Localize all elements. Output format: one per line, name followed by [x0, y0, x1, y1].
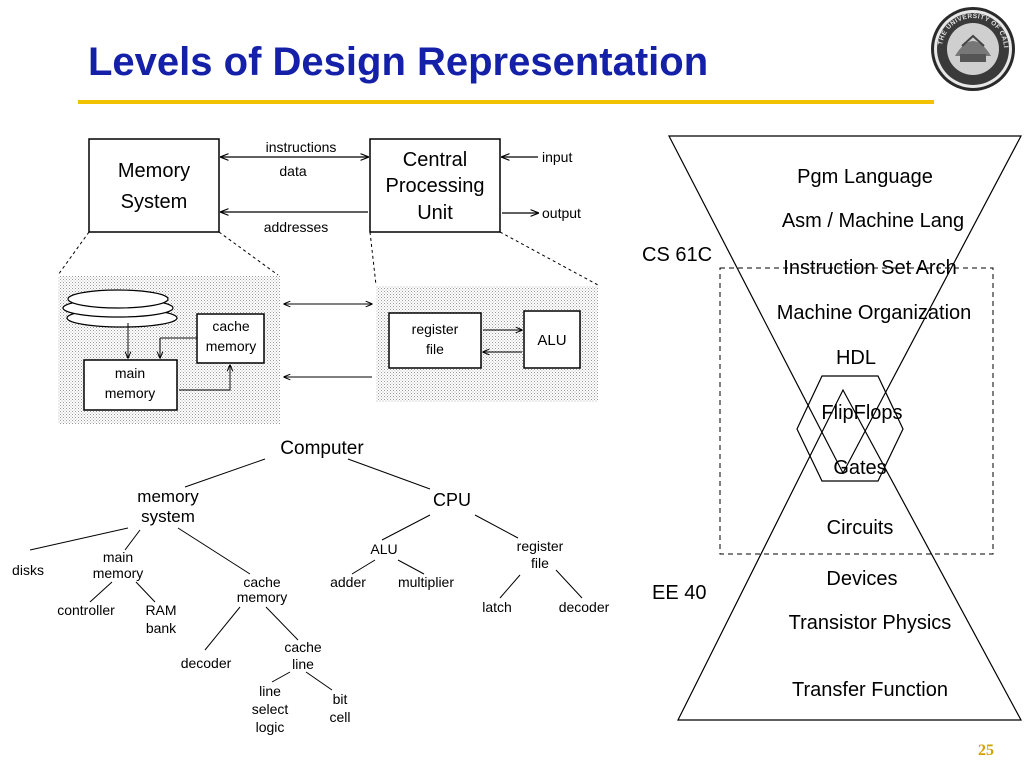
- tree-computer: Computer: [280, 438, 364, 459]
- cache-memory-label-2: memory: [206, 338, 257, 354]
- tree-cache-line-2: line: [292, 656, 314, 672]
- tree-line-select-logic-3: logic: [256, 719, 285, 735]
- level-pgm-language: Pgm Language: [797, 166, 933, 188]
- cs61c-scope-box: [719, 267, 994, 555]
- memory-system-label-2: System: [121, 191, 188, 213]
- cpu-label-3: Unit: [417, 202, 453, 224]
- tree-memory-system-1: memory: [137, 487, 199, 506]
- level-transfer-function: Transfer Function: [792, 679, 948, 701]
- tree-decoder-cache: decoder: [181, 655, 232, 671]
- hourglass-top-triangle: [668, 135, 1022, 475]
- main-memory-label-2: memory: [105, 385, 156, 401]
- instructions-label: instructions: [266, 139, 337, 155]
- output-label: output: [542, 205, 581, 221]
- tree-disks: disks: [12, 562, 44, 578]
- level-flipflops: FlipFlops: [821, 402, 902, 424]
- title-underline: [78, 100, 934, 104]
- tree-ram-bank-1: RAM: [145, 602, 176, 618]
- alu-box: [523, 310, 581, 369]
- tree-ram-bank-2: bank: [146, 620, 177, 636]
- alu-label: ALU: [537, 332, 566, 349]
- tree-decoder-reg: decoder: [559, 599, 610, 615]
- level-devices: Devices: [826, 568, 897, 590]
- tree-memory-system-2: system: [141, 507, 195, 526]
- slide-number: 25: [978, 742, 994, 759]
- hierarchy-tree-labels: Computer memory system CPU disks main me…: [12, 438, 610, 735]
- block-diagram: Memory System Central Processing Unit in…: [57, 138, 599, 424]
- addresses-label: addresses: [264, 219, 329, 235]
- level-hdl: HDL: [836, 347, 876, 369]
- cpu-box: [369, 138, 501, 233]
- tree-multiplier: multiplier: [398, 574, 454, 590]
- tree-latch: latch: [482, 599, 512, 615]
- cpu-label-2: Processing: [386, 175, 485, 197]
- slide-title: Levels of Design Representation: [88, 40, 709, 84]
- tree-register-file-2: file: [531, 555, 549, 571]
- tree-main-memory-1: main: [103, 549, 133, 565]
- level-machine-organization: Machine Organization: [777, 302, 972, 324]
- input-label: input: [542, 149, 572, 165]
- main-memory-box: [83, 359, 178, 411]
- cs61c-label: CS 61C: [642, 244, 712, 266]
- tree-adder: adder: [330, 574, 366, 590]
- data-label: data: [279, 163, 306, 179]
- cpu-label-1: Central: [403, 149, 467, 171]
- tree-alu: ALU: [370, 541, 397, 557]
- level-asm-machine-lang: Asm / Machine Lang: [782, 210, 964, 232]
- level-instruction-set-arch: Instruction Set Arch: [783, 257, 956, 279]
- tree-cache-memory-2: memory: [237, 589, 288, 605]
- hdl-hexagon: [796, 375, 904, 482]
- level-transistor-physics: Transistor Physics: [789, 612, 952, 634]
- tree-line-select-logic-2: select: [252, 701, 289, 717]
- hierarchy-tree: [29, 458, 583, 691]
- tree-cache-line-1: cache: [284, 639, 322, 655]
- tree-line-select-logic-1: line: [259, 683, 281, 699]
- level-circuits: Circuits: [827, 517, 894, 539]
- register-file-label-2: file: [426, 341, 444, 357]
- tree-main-memory-2: memory: [93, 565, 144, 581]
- ee40-label: EE 40: [652, 582, 706, 604]
- tree-bit-cell-1: bit: [333, 691, 348, 707]
- main-memory-label-1: main: [115, 365, 145, 381]
- memory-system-label-1: Memory: [118, 160, 190, 182]
- university-seal-icon: THE UNIVERSITY OF CALIFORNIA: [930, 6, 1015, 91]
- tree-register-file-1: register: [517, 538, 564, 554]
- memory-system-box: [88, 138, 220, 233]
- tree-bit-cell-2: cell: [329, 709, 350, 725]
- register-file-label-1: register: [412, 321, 459, 337]
- register-file-box: [388, 312, 482, 369]
- hourglass-diagram: Pgm Language Asm / Machine Lang Instruct…: [642, 135, 1023, 721]
- tree-cache-memory-1: cache: [243, 574, 281, 590]
- level-gates: Gates: [833, 457, 886, 479]
- tree-cpu: CPU: [433, 490, 471, 510]
- hourglass-bottom-triangle: [677, 388, 1023, 721]
- cache-memory-label-1: cache: [212, 318, 250, 334]
- tree-controller: controller: [57, 602, 115, 618]
